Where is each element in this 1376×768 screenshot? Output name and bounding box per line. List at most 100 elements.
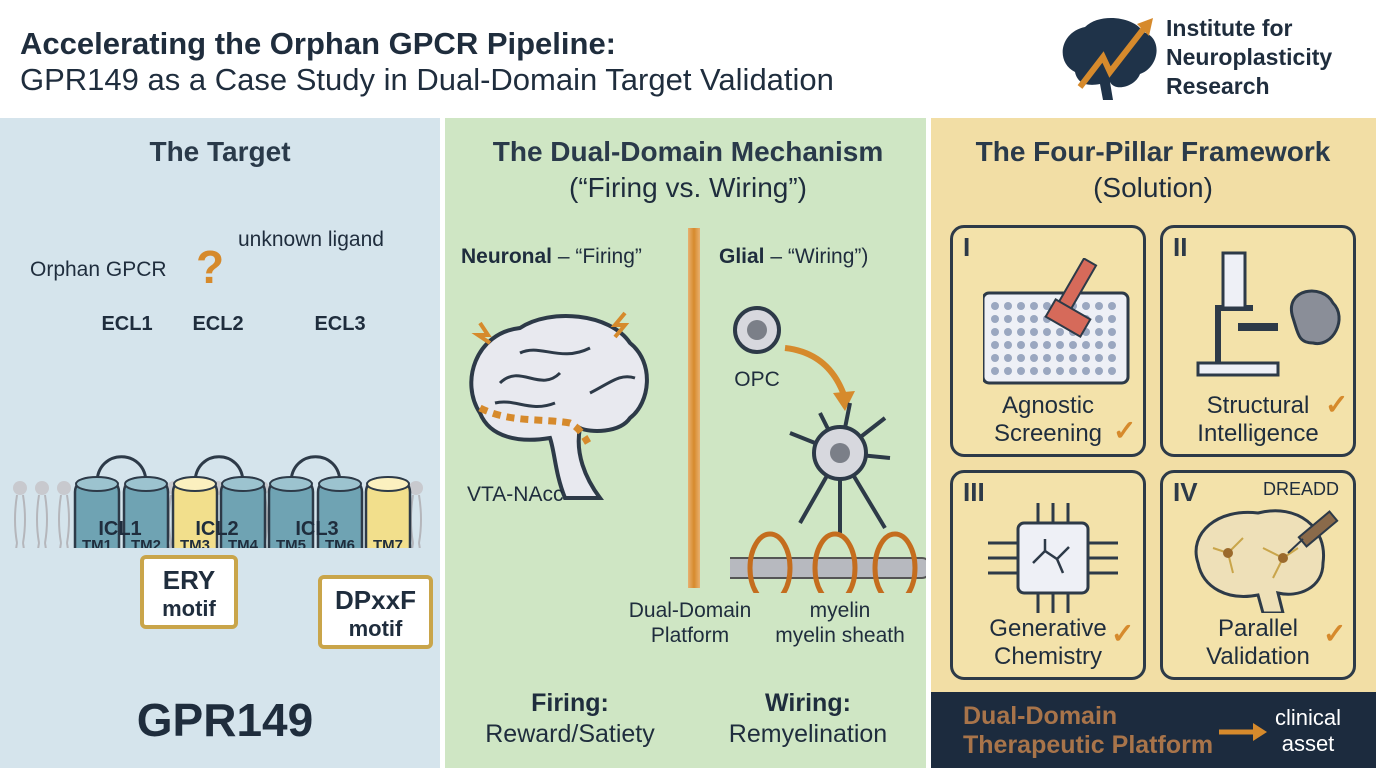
well: [1004, 341, 1012, 349]
well: [1095, 315, 1103, 323]
oligodendrocyte-myelin-icon: [730, 306, 926, 593]
tm-label: TM4: [228, 537, 259, 548]
tm-label: TM2: [131, 537, 161, 548]
footer-line: Dual-Domain: [963, 702, 1118, 730]
vta-nacc-label: VTA-NAcc: [467, 483, 564, 506]
tm-helix-top: [269, 476, 313, 492]
well: [1082, 354, 1090, 362]
lipid-head: [409, 481, 423, 495]
well: [1082, 341, 1090, 349]
footer-line: Therapeutic Platform: [963, 731, 1214, 759]
well: [1108, 328, 1116, 336]
logo-text: Institute for Neuroplasticity Research: [1166, 14, 1332, 101]
glial-bold: Glial: [719, 245, 765, 268]
well: [1030, 354, 1038, 362]
well: [1030, 341, 1038, 349]
tm-label: TM6: [325, 537, 355, 548]
well: [1108, 302, 1116, 310]
logo-line: Institute for: [1166, 15, 1293, 41]
well: [991, 367, 999, 375]
well: [991, 354, 999, 362]
lipid-head: [13, 481, 27, 495]
well: [1095, 302, 1103, 310]
footer-result-line: asset: [1281, 731, 1335, 756]
well: [1108, 341, 1116, 349]
well: [1030, 315, 1038, 323]
well: [1108, 367, 1116, 375]
pipette-plate-icon: [983, 258, 1130, 385]
well: [1030, 367, 1038, 375]
well: [1095, 354, 1103, 362]
neuronal-rest: – “Firing”: [552, 245, 642, 268]
well: [1030, 302, 1038, 310]
pillar-numeral: IV: [1173, 477, 1198, 507]
well: [1108, 354, 1116, 362]
microscope-icon: [1196, 251, 1341, 377]
well: [1043, 328, 1051, 336]
arrow-right-icon: [1219, 723, 1267, 741]
loop: [289, 455, 342, 484]
firing-summary: Firing:Reward/Satiety: [485, 688, 655, 750]
mechanism-panel: The Dual-Domain Mechanism (“Firing vs. W…: [445, 118, 926, 768]
target-panel: The Target unknown ligand Orphan GPCR ? …: [0, 118, 440, 768]
title-line-2: GPR149 as a Case Study in Dual-Domain Ta…: [20, 62, 834, 97]
brain-icon: [469, 311, 649, 500]
dpxxf-motif-box: DPxxF motif: [318, 575, 433, 649]
well: [1004, 328, 1012, 336]
question-mark-icon: ?: [196, 241, 225, 293]
well: [1043, 367, 1051, 375]
check-icon: ✓: [1323, 618, 1347, 649]
neuronal-bold: Neuronal: [461, 245, 553, 268]
well: [1004, 367, 1012, 375]
motif-label: motif: [348, 616, 403, 641]
pillar-numeral: I: [963, 232, 971, 262]
framework-heading: The Four-Pillar Framework: [975, 136, 1331, 167]
ecl2-label: ECL2: [192, 313, 244, 335]
framework-panel: The Four-Pillar Framework (Solution) I A…: [931, 118, 1376, 768]
orphan-gpcr-label: Orphan GPCR: [30, 258, 167, 281]
well: [1017, 315, 1025, 323]
pillar-label-line: Validation: [1206, 643, 1310, 670]
pillar-label-line: Intelligence: [1197, 420, 1319, 447]
motif-label: motif: [162, 596, 216, 621]
well: [1069, 354, 1077, 362]
lipid-tail: [14, 494, 26, 548]
well: [1095, 367, 1103, 375]
well: [1043, 341, 1051, 349]
gpr149-label: GPR149: [136, 694, 314, 746]
tm-helix-top: [124, 476, 168, 492]
well: [991, 302, 999, 310]
firing-title: Firing:: [531, 689, 609, 717]
unknown-ligand-label: unknown ligand: [238, 228, 384, 251]
well: [1056, 367, 1064, 375]
motif-name: DPxxF: [335, 585, 416, 615]
well: [1082, 367, 1090, 375]
check-icon: ✓: [1325, 389, 1349, 420]
lipid-tail: [58, 494, 70, 548]
footer-result-line: clinical: [1274, 705, 1342, 730]
tm-helix-top: [318, 476, 362, 492]
pillar-label-line: Generative: [989, 615, 1107, 642]
opc-label: OPC: [734, 368, 780, 391]
well: [991, 328, 999, 336]
tm-label: TM3: [180, 537, 210, 548]
well: [1069, 341, 1077, 349]
myelin-line: myelin sheath: [775, 624, 905, 647]
well: [1056, 328, 1064, 336]
well: [1043, 302, 1051, 310]
icl3-label: ICL3: [295, 518, 339, 540]
title-line-1: Accelerating the Orphan GPCR Pipeline:: [20, 26, 617, 61]
tm-helix-top: [173, 476, 217, 492]
pillar-label-line: Parallel: [1217, 615, 1299, 642]
platform-line: Platform: [650, 624, 730, 647]
wiring-title: Wiring:: [765, 689, 851, 717]
well: [1017, 328, 1025, 336]
wiring-summary: Wiring:Remyelination: [729, 688, 887, 750]
brain-syringe-icon: [1194, 509, 1339, 613]
